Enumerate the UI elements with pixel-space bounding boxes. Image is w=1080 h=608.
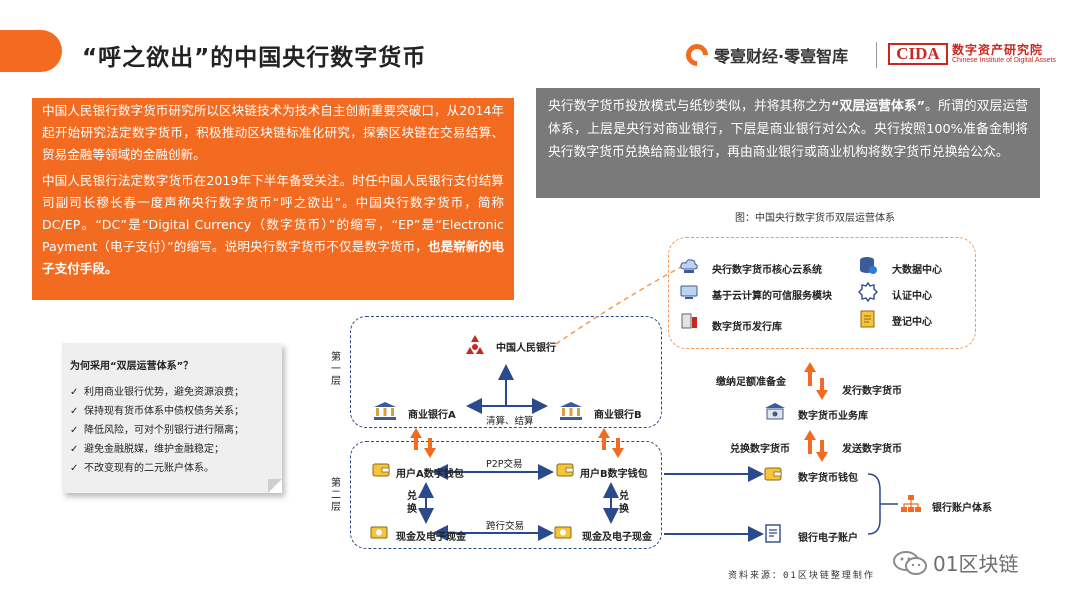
intro-paragraph-2-text: 中国人民银行法定数字货币在2019年下半年备受关注。时任中国人民银行支付结算司副… bbox=[42, 173, 504, 254]
check-icon: ✓ bbox=[70, 406, 79, 417]
database-icon bbox=[681, 313, 697, 329]
chat-bubbles-icon bbox=[893, 550, 927, 575]
page-fold bbox=[268, 479, 282, 493]
bigdata-icon bbox=[860, 257, 877, 274]
pboc-infra-link bbox=[555, 261, 691, 345]
wallet-icon bbox=[764, 467, 782, 481]
mode-text-a: 央行数字货币投放模式与纸钞类似，并将其称之为 bbox=[548, 99, 832, 114]
cida-logo: CIDA bbox=[888, 43, 948, 65]
why-item-label: 不改变现有的二元账户体系。 bbox=[84, 463, 214, 474]
watermark-label: 01区块链 bbox=[933, 552, 1019, 576]
reserve-label: 缴纳足额准备金 bbox=[716, 377, 786, 388]
cash-icon bbox=[370, 526, 388, 539]
cloud-icon bbox=[680, 259, 698, 273]
account-system-label: 银行账户体系 bbox=[932, 503, 992, 514]
issuer-label: 数字货币发行库 bbox=[712, 322, 782, 333]
check-icon: ✓ bbox=[70, 425, 79, 436]
layer-2-label: 第二层 bbox=[331, 478, 341, 513]
issue-label: 发行数字货币 bbox=[842, 386, 902, 397]
cida-name-cn: 数字资产研究院 bbox=[952, 43, 1044, 57]
list-item: ✓ 避免金融脱媒，维护金融稳定； bbox=[70, 440, 274, 459]
pboc-label: 中国人民银行 bbox=[496, 343, 556, 354]
cash-b-label: 现金及电子现金 bbox=[582, 532, 652, 543]
check-icon: ✓ bbox=[70, 387, 79, 398]
bank-account-label: 银行电子账户 bbox=[798, 533, 858, 544]
server-icon bbox=[680, 285, 698, 299]
biz-library-label: 数字货币业务库 bbox=[798, 411, 868, 422]
hierarchy-icon bbox=[901, 495, 921, 512]
cida-name-en: Chinese Institute of Digital Assets bbox=[952, 57, 1056, 64]
p2p-label: P2P交易 bbox=[486, 459, 523, 470]
central-infra-box bbox=[668, 237, 976, 349]
brand-divider bbox=[876, 42, 877, 68]
intro-paragraph-2-bold: 也是崭新的电子支付手段。 bbox=[42, 239, 505, 276]
cash-icon bbox=[554, 526, 572, 539]
intro-panel: 中国人民银行数字货币研究所以区块链技术为技术自主创新重要突破口，从2014年起开… bbox=[32, 98, 514, 300]
auth-icon bbox=[858, 282, 878, 302]
registry-icon bbox=[860, 310, 875, 328]
layer-1-label: 第一层 bbox=[331, 352, 341, 387]
bigdata-label: 大数据中心 bbox=[892, 265, 942, 276]
why-item-label: 保持现有货币体系中债权债务关系； bbox=[84, 406, 244, 417]
why-title: 为何采用“双层运营体系”？ bbox=[70, 361, 194, 372]
list-item: ✓ 保持现有货币体系中债权债务关系； bbox=[70, 402, 274, 421]
send-dc-label: 发送数字货币 bbox=[842, 444, 902, 455]
auth-label: 认证中心 bbox=[892, 291, 932, 302]
cash-a-label: 现金及电子现金 bbox=[396, 532, 466, 543]
list-item: ✓ 利用商业银行优势，避免资源浪费； bbox=[70, 383, 274, 402]
lingyi-brand: 零壹财经·零壹智库 bbox=[681, 39, 849, 71]
lingyi-brand-label: 零壹财经·零壹智库 bbox=[714, 47, 849, 66]
why-panel: 为何采用“双层运营体系”？ ✓ 利用商业银行优势，避免资源浪费； ✓ 保持现有货币体… bbox=[62, 343, 282, 493]
watermark: 01区块链 bbox=[893, 548, 1018, 577]
intro-paragraph-1: 中国人民银行数字货币研究所以区块链技术为技术自主创新重要突破口，从2014年起开… bbox=[42, 103, 504, 162]
interbank-label: 跨行交易 bbox=[486, 521, 525, 532]
page-title: “呼之欲出”的中国央行数字货币 bbox=[82, 45, 427, 71]
mode-panel: 央行数字货币投放模式与纸钞类似，并将其称之为“双层运营体系”。所谓的双层运营体系… bbox=[536, 88, 1040, 198]
bank-account-icon bbox=[765, 524, 781, 543]
wallet-a-label: 用户A数字钱包 bbox=[396, 469, 464, 480]
check-icon: ✓ bbox=[70, 444, 79, 455]
why-item-label: 降低风险，可对个别银行进行隔离； bbox=[84, 425, 244, 436]
bank-a-label: 商业银行A bbox=[408, 410, 456, 421]
mode-text-b: 。所谓的双层运营体系，上层是央行对商业银行，下层是商业银行对公众。央行按照100… bbox=[548, 99, 1029, 160]
trusted-label: 基于云计算的可信服务模块 bbox=[712, 291, 832, 302]
why-item-label: 避免金融脱媒，维护金融稳定； bbox=[84, 444, 224, 455]
layer-1-box bbox=[350, 316, 662, 428]
bank-b-label: 商业银行B bbox=[594, 410, 642, 421]
bank-icon bbox=[560, 402, 582, 420]
wallet-b-label: 用户B数字钱包 bbox=[580, 469, 648, 480]
mode-bold: “双层运营体系” bbox=[831, 99, 926, 114]
intro-paragraph-2: 中国人民银行法定数字货币在2019年下半年备受关注。时任中国人民银行支付结算司副… bbox=[42, 170, 504, 280]
exchange-label-right: 兑换 bbox=[619, 491, 629, 515]
exchange-label-left: 兑换 bbox=[407, 491, 417, 515]
figure-caption: 图：中国央行数字货币双层运营体系 bbox=[735, 213, 895, 224]
check-icon: ✓ bbox=[70, 463, 79, 474]
list-item: ✓ 降低风险，可对个别银行进行隔离； bbox=[70, 421, 274, 440]
wallet-icon bbox=[372, 463, 390, 477]
wallet-icon bbox=[556, 463, 574, 477]
dc-wallet-label: 数字货币钱包 bbox=[798, 473, 858, 484]
registry-label: 登记中心 bbox=[892, 317, 932, 328]
bank-library-icon bbox=[765, 403, 785, 420]
cloud-label: 央行数字货币核心云系统 bbox=[712, 265, 822, 276]
list-item: ✓ 不改变现有的二元账户体系。 bbox=[70, 459, 274, 478]
clearing-label: 清算、结算 bbox=[486, 416, 534, 427]
why-item-label: 利用商业银行优势，避免资源浪费； bbox=[84, 387, 244, 398]
exchange-dc-label: 兑换数字货币 bbox=[730, 444, 790, 455]
account-bracket bbox=[867, 473, 881, 535]
source-note: 资料来源：01区块链整理制作 bbox=[728, 571, 875, 581]
title-accent-tab bbox=[0, 30, 62, 72]
pboc-logo-icon bbox=[466, 335, 484, 354]
bank-icon bbox=[374, 402, 396, 420]
layer-2-box bbox=[350, 441, 662, 549]
orange-updown-arrows bbox=[410, 362, 828, 462]
